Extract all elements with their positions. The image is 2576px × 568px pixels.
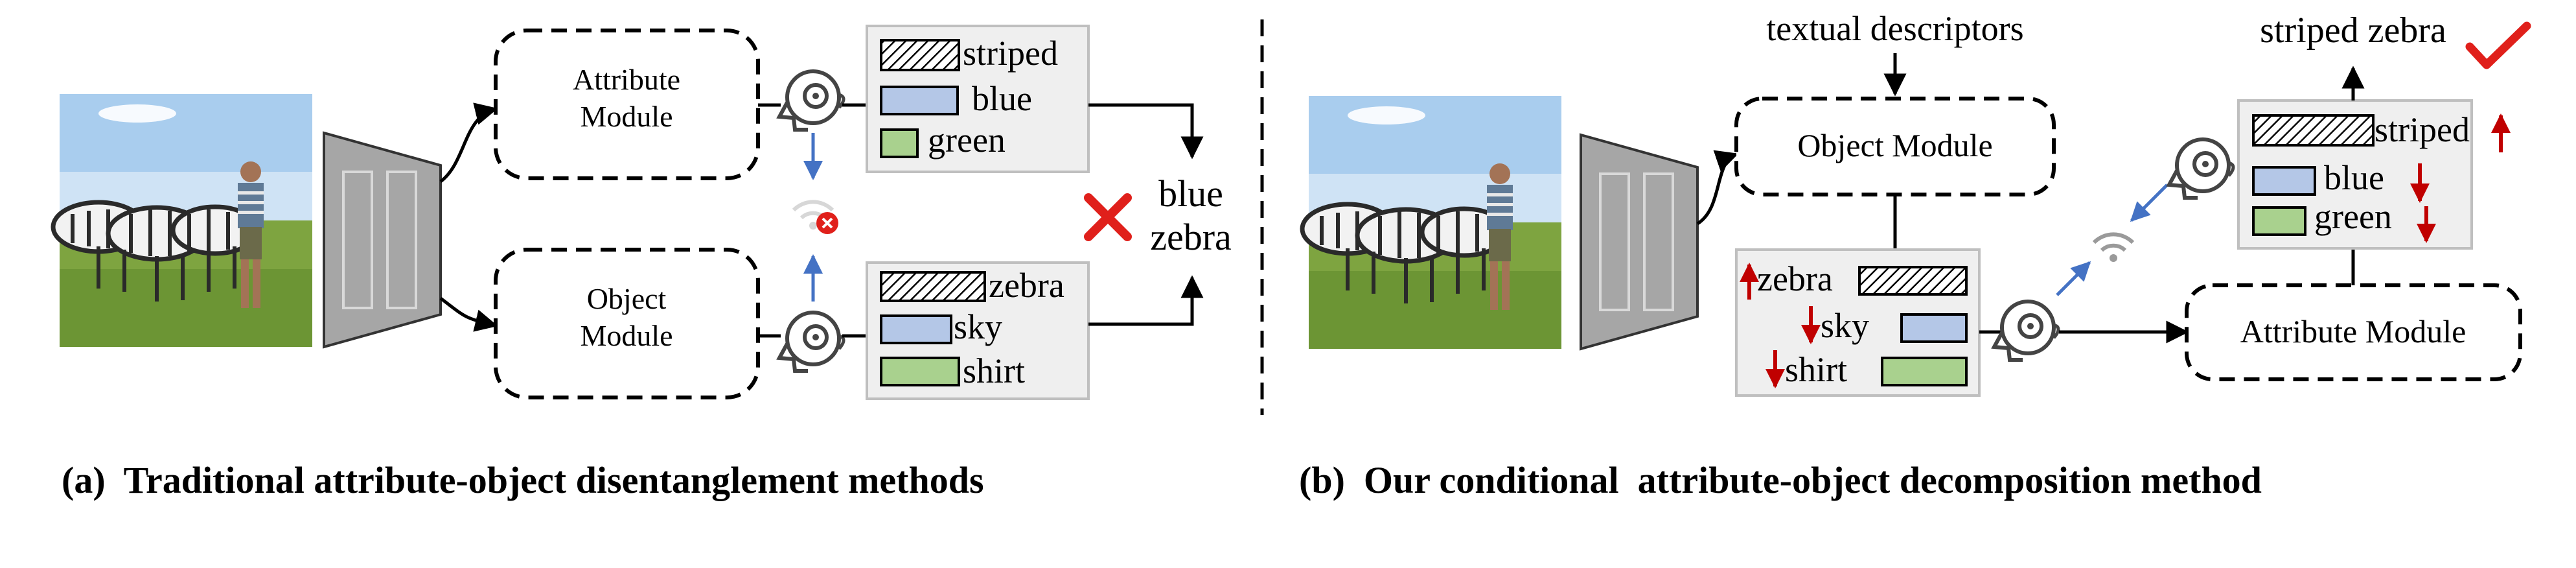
bar-zebra-a	[880, 271, 986, 302]
score-label-shirt-a: shirt	[963, 351, 1025, 390]
bar-green-b	[2252, 206, 2306, 236]
prediction-line2-a: zebra	[1150, 216, 1232, 258]
object-module-label-line2-a: Module	[580, 319, 673, 352]
bar-striped-a	[880, 39, 960, 71]
zebra-photo-b	[1302, 96, 1561, 349]
arrow-encoder-to-object-a	[439, 297, 498, 332]
bar-sky-a	[880, 314, 952, 344]
caption-b: (b) Our conditional attribute-object dec…	[1299, 459, 2262, 501]
comm-arrow-from-robot-b	[2130, 183, 2168, 222]
object-module-label-line1-a: Object	[587, 282, 667, 315]
robot-head-icon-object-a	[779, 313, 844, 371]
zebra-photo-a	[53, 94, 312, 347]
bar-shirt-b	[1881, 357, 1968, 386]
arrow-encoder-to-attribute-a	[439, 102, 498, 183]
bar-sky-b	[1900, 313, 1968, 343]
bar-shirt-a	[880, 357, 960, 386]
attribute-module-label-b: Attribute Module	[2240, 313, 2467, 349]
checkmark-icon	[2465, 21, 2531, 69]
prediction-line1-a: blue	[1158, 172, 1223, 215]
score-label-blue-b: blue	[2324, 158, 2384, 197]
score-label-green-a: green	[928, 121, 1006, 160]
bar-blue-b	[2252, 166, 2316, 196]
robot-head-icon-b	[1994, 302, 2058, 360]
arrow-attr-to-output-a	[1088, 103, 1204, 160]
textual-descriptors-label: textual descriptors	[1766, 9, 2023, 48]
attribute-module-label-line2-a: Module	[580, 100, 673, 133]
score-label-sky-a: sky	[954, 307, 1002, 346]
image-encoder-b	[1580, 134, 1699, 350]
score-label-zebra-b: zebra	[1757, 259, 1833, 298]
score-label-sky-b: sky	[1821, 306, 1869, 345]
score-label-zebra-a: zebra	[989, 266, 1064, 305]
image-encoder-a	[323, 132, 442, 348]
arrow-encoder-to-object-b	[1696, 150, 1739, 226]
wifi-blocked-icon	[792, 200, 838, 234]
attribute-module-label-line1-a: Attribute	[573, 63, 680, 96]
score-label-shirt-b: shirt	[1785, 350, 1847, 389]
bar-blue-a	[880, 86, 959, 115]
bar-zebra-b	[1858, 266, 1968, 296]
cross-icon	[1084, 193, 1132, 241]
attribute-module-box-b	[2185, 283, 2522, 381]
object-module-box-a	[494, 248, 760, 399]
score-label-striped-a: striped	[963, 34, 1058, 73]
wifi-signal-icon	[2094, 234, 2133, 262]
prediction-b: striped zebra	[2260, 10, 2446, 51]
panel-a: Attribute Module Object Module striped b…	[53, 25, 1232, 400]
attribute-module-box-a	[494, 29, 760, 180]
score-label-blue-a: blue	[972, 79, 1032, 118]
bar-striped-b	[2252, 114, 2375, 147]
caption-a: (a) Traditional attribute-object disenta…	[62, 459, 984, 501]
robot-head-icon-attribute-a	[779, 71, 844, 130]
comm-arrow-to-wifi-b	[2056, 261, 2091, 296]
score-label-green-b: green	[2314, 197, 2392, 236]
bar-green-a	[880, 128, 919, 158]
object-module-label-b: Object Module	[1797, 127, 1992, 163]
panel-b: textual descriptors Object Module zebra …	[1302, 9, 2531, 397]
robot-head-icon-attribute-b	[2169, 139, 2233, 198]
arrow-obj-to-output-a	[1088, 275, 1204, 326]
score-label-striped-b: striped	[2375, 110, 2470, 149]
